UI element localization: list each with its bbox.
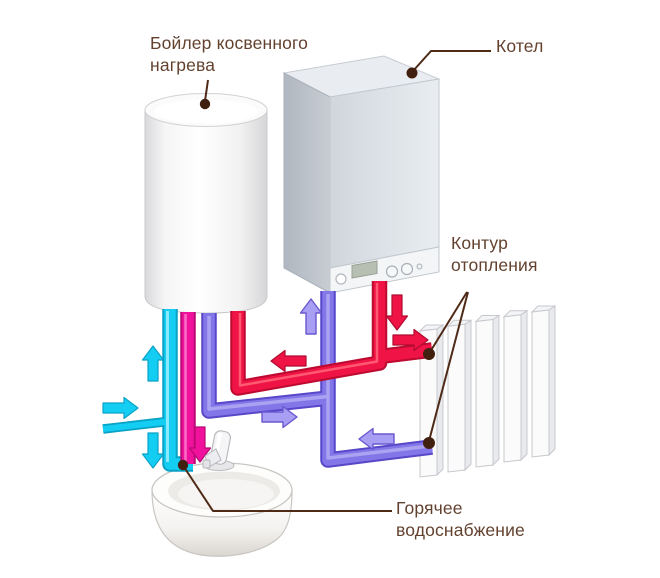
radiator-section [530,305,557,458]
leader-line [204,79,209,102]
radiator-section [502,309,529,463]
lcd-display-icon [351,260,378,279]
label-heating-circuit: Контур отопления [451,232,538,276]
leader-line [428,291,469,442]
flow-arrow-cold-up-icon [141,345,165,382]
leader-dot [406,67,418,79]
label-indirect-boiler: Бойлер косвенного нагрева [150,32,308,76]
leader-dot [199,98,211,110]
label-line: нагрева [150,55,216,76]
pipe-heating-return [201,291,433,468]
leader-dot [177,459,189,471]
label-line: Котел [496,36,544,56]
pipe-heating-supply [230,281,433,396]
leader-lines [183,50,491,512]
flow-arrow-return-left-icon [358,427,395,451]
label-line: водоснабжение [396,520,525,541]
flow-arrow-cold-down-icon [141,432,165,469]
sink [151,462,293,557]
radiator-section [446,319,473,473]
power-button-icon [335,273,347,285]
label-line: Контур [451,233,508,253]
leader-line [183,466,392,512]
flow-arrow-supply-down-icon [385,294,409,331]
control-knob-icon [400,262,414,276]
label-line: отопления [451,255,538,276]
flow-arrow-supply-left-icon [270,349,307,373]
pipe-dhw-hot [180,312,196,464]
leader-dot [423,348,435,360]
leader-dot [423,437,435,449]
flow-arrow-supply-right-icon [392,328,429,352]
boiler-control-panel [329,246,440,294]
label-line: Бойлер косвенного [150,33,309,53]
leader-line [429,291,468,353]
label-line: Горячее [396,498,463,518]
control-knob-icon [385,265,399,278]
gas-boiler-unit [282,55,441,294]
faucet [202,430,235,471]
indicator-light-icon [416,263,423,270]
flow-arrow-return-up-icon [299,298,323,335]
label-kotel: Котел [496,35,543,57]
flow-arrow-dhw-down-icon [188,426,212,463]
leader-dots [177,67,435,471]
label-hot-water: Горячее водоснабжение [396,497,525,541]
radiator [418,305,557,478]
leader-line [412,50,491,72]
flow-arrow-return-right-icon [261,405,298,429]
flow-arrow-cold-right-icon [102,396,139,420]
radiator-section [474,314,501,468]
indirect-boiler-cylinder [144,93,268,314]
